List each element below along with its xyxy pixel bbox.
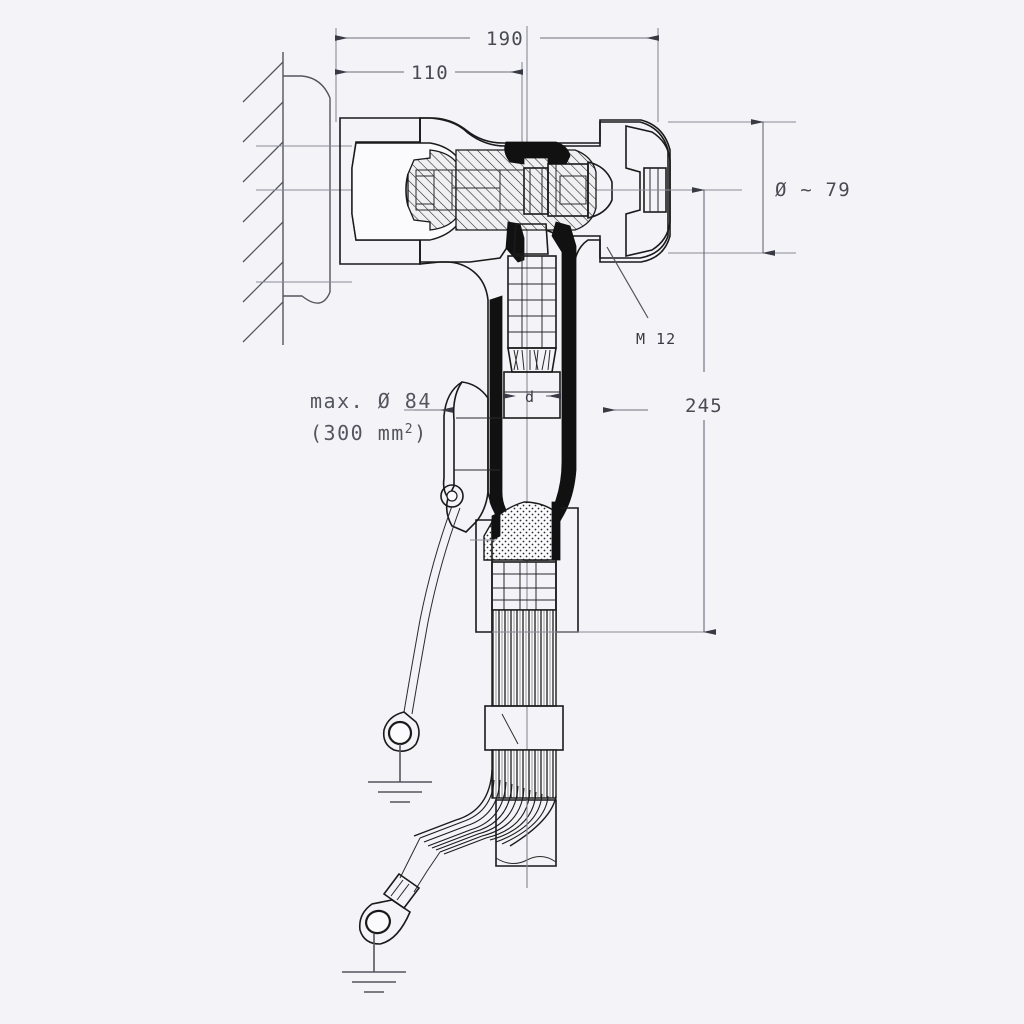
label-max-diameter: max. Ø 84 (300 mm2) <box>310 389 432 445</box>
dimension-d: d <box>502 388 562 406</box>
label-max-diameter-text: max. Ø 84 <box>310 389 432 413</box>
horizontal-contact-assembly <box>405 124 671 258</box>
braid-fan-strands <box>413 769 557 855</box>
label-cross-section: (300 mm2) <box>310 421 428 445</box>
ring-terminal-upper <box>382 711 420 752</box>
mounting-flange <box>256 75 352 304</box>
cable-shield-assembly <box>413 501 579 888</box>
stranded-transition <box>507 347 557 373</box>
label-m12: M 12 <box>606 246 676 348</box>
dimension-110: 110 <box>334 62 524 160</box>
dimension-190: 190 <box>334 28 660 122</box>
ring-terminal-lower <box>358 899 411 945</box>
body-envelope <box>419 117 671 561</box>
reference-ticks <box>470 539 580 633</box>
ground-lead-upper <box>368 505 461 803</box>
label-cross-section-text: (300 mm <box>310 421 405 445</box>
dimension-245: 245 <box>580 187 723 635</box>
cable-braid-shield <box>491 609 557 707</box>
dimension-110-label: 110 <box>411 62 449 84</box>
label-cross-section-close: ) <box>414 421 428 445</box>
ground-symbol-upper <box>368 744 432 803</box>
label-cross-section-sup: 2 <box>405 422 414 437</box>
cable-cone-body <box>440 381 504 533</box>
label-m12-text: M 12 <box>636 330 676 348</box>
cable-end <box>495 799 557 888</box>
dimension-245-label: 245 <box>685 395 723 417</box>
ground-symbol-lower <box>342 934 406 993</box>
dimension-190-label: 190 <box>486 28 524 50</box>
dimension-diameter-79: Ø ~ 79 <box>668 119 851 256</box>
dimension-diameter-79-label: Ø ~ 79 <box>775 179 851 201</box>
spring-coils <box>508 256 556 348</box>
ground-lead-lower <box>342 837 441 993</box>
dimension-d-label: d <box>525 388 535 406</box>
